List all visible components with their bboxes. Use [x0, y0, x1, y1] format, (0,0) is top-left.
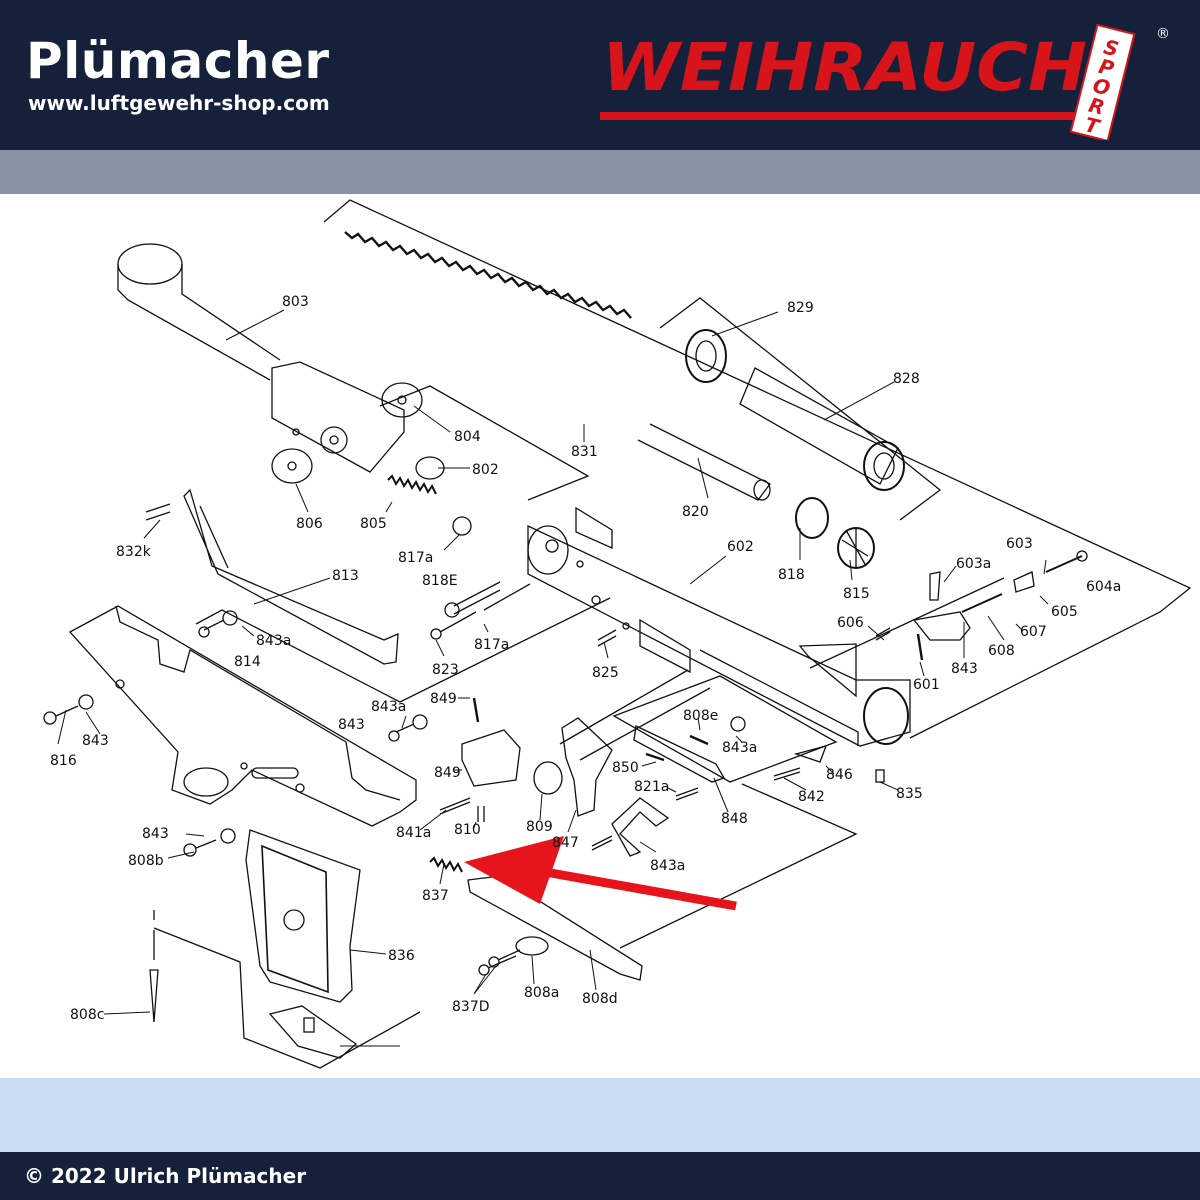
part-label: 843a [650, 858, 685, 874]
part-label: 605 [1051, 604, 1078, 620]
part-label: 813 [332, 568, 359, 584]
part-label: 828 [893, 371, 920, 387]
part-label: 608 [988, 643, 1015, 659]
part-label: 604a [1086, 579, 1121, 595]
part-label: 806 [296, 516, 323, 532]
part-label: 606 [837, 615, 864, 631]
part-label: 836 [388, 948, 415, 964]
part-label: 603 [1006, 536, 1033, 552]
part-label: 818 [778, 567, 805, 583]
part-label: 821a [634, 779, 669, 795]
part-label: 850 [612, 760, 639, 776]
top-band [0, 150, 1200, 194]
part-label: 818E [422, 573, 458, 589]
part-label: 843a [371, 699, 406, 715]
part-label: 804 [454, 429, 481, 445]
svg-text:S: S [1101, 35, 1121, 62]
part-label: 849 [434, 765, 461, 781]
part-label: 817a [398, 550, 433, 566]
bottom-band [0, 1078, 1200, 1152]
part-label: 843 [142, 826, 169, 842]
part-label: 808e [683, 708, 718, 724]
part-label: 817a [474, 637, 509, 653]
part-label: 829 [787, 300, 814, 316]
part-label: 808b [128, 853, 164, 869]
part-label: 601 [913, 677, 940, 693]
part-label: 602 [727, 539, 754, 555]
part-label: 843 [82, 733, 109, 749]
weihrauch-sport-logo: WEIHRAUCH S P O R T ® [600, 23, 1170, 140]
svg-text:O: O [1090, 73, 1112, 100]
svg-text:®: ® [1156, 26, 1170, 42]
part-label: 841a [396, 825, 431, 841]
part-label: 805 [360, 516, 387, 532]
part-label: 843 [338, 717, 365, 733]
shop-url: www.luftgewehr-shop.com [28, 91, 330, 115]
part-label: 843a [722, 740, 757, 756]
part-label: 832k [116, 544, 152, 560]
svg-text:P: P [1096, 54, 1116, 81]
part-label: 808a [524, 985, 559, 1001]
part-label: 846 [826, 767, 853, 783]
part-label: 814 [234, 654, 261, 670]
part-label: 837D [452, 999, 490, 1015]
svg-text:WEIHRAUCH: WEIHRAUCH [602, 29, 1087, 106]
part-label: 843 [951, 661, 978, 677]
footer-bar: © 2022 Ulrich Plümacher [0, 1152, 1200, 1200]
brand-name: Plümacher [26, 32, 330, 90]
part-label: 820 [682, 504, 709, 520]
part-label: 816 [50, 753, 77, 769]
part-label: 809 [526, 819, 553, 835]
exploded-parts-diagram: 803 829 828 804 802 831 820 806 805 817a… [43, 199, 1192, 1069]
copyright-text: © 2022 Ulrich Plümacher [24, 1164, 307, 1188]
part-label: 607 [1020, 624, 1047, 640]
part-label: 803 [282, 294, 309, 310]
part-label: 837 [422, 888, 449, 904]
part-label: 815 [843, 586, 870, 602]
part-label: 808c [70, 1007, 104, 1023]
svg-text:R: R [1086, 93, 1107, 120]
part-label: 848 [721, 811, 748, 827]
part-label: 810 [454, 822, 481, 838]
red-arrow-shaft [533, 865, 737, 911]
part-label: 843a [256, 633, 291, 649]
part-label: 847 [552, 835, 579, 851]
part-label: 825 [592, 665, 619, 681]
part-label: 842 [798, 789, 825, 805]
part-label: 823 [432, 662, 459, 678]
red-arrow-head [464, 836, 564, 904]
header-bar: Plümacher www.luftgewehr-shop.com WEIHRA… [0, 0, 1200, 150]
part-label: 808d [582, 991, 618, 1007]
part-label: 849 [430, 691, 457, 707]
part-labels: 803 829 828 804 802 831 820 806 805 817a… [50, 294, 1121, 1023]
part-label: 831 [571, 444, 598, 460]
part-label: 603a [956, 556, 991, 572]
part-label: 835 [896, 786, 923, 802]
part-label: 802 [472, 462, 499, 478]
